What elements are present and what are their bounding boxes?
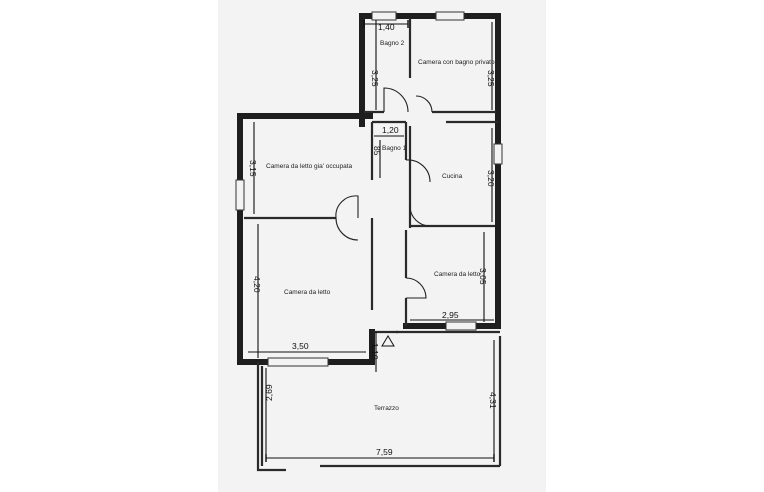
dim-label-terrazzo-right-depth: 4,31 <box>488 392 498 409</box>
room-label-camera-da-letto-2: Camera da letto <box>434 271 481 278</box>
walls <box>237 13 502 472</box>
dim-label-camera-letto-1-width: 3,50 <box>292 341 309 351</box>
room-label-camera-con-bagno-privato: Camera con bagno privato <box>418 59 495 66</box>
dim-label-ingresso: 1,10 <box>370 343 380 360</box>
room-label-cucina: Cucina <box>442 173 463 180</box>
dimension-lines <box>248 20 495 462</box>
dim-label-camera-letto-1-depth: 4,20 <box>252 276 262 293</box>
room-label-terrazzo: Terrazzo <box>374 405 399 412</box>
dim-label-terrazzo-left-depth: 2,69 <box>264 384 274 401</box>
doors <box>335 87 433 299</box>
dim-label-bagno-1-width: 1,20 <box>382 125 399 135</box>
dim-label-camera-letto-2-width: 2,95 <box>442 310 459 320</box>
dim-label-camera-bagno-privato-depth: 3,25 <box>486 70 496 87</box>
dim-label-cucina-depth: 3,20 <box>486 170 496 187</box>
dim-label-terrazzo-width: 7,59 <box>376 447 393 457</box>
room-label-bagno-2: Bagno 2 <box>380 40 405 47</box>
dim-label-camera-occupata-depth: 3,15 <box>248 160 258 177</box>
dim-label-bagno-2-width: 1,40 <box>378 22 395 32</box>
room-label-camera-occupata: Camera da letto gia' occupata <box>266 163 353 170</box>
paper-sheet <box>218 0 546 492</box>
entrance-triangle-icon <box>381 335 395 347</box>
room-label-camera-da-letto-1: Camera da letto <box>284 289 331 296</box>
dim-label-bagno-1-depth: 85 <box>372 146 382 156</box>
windows <box>235 11 503 367</box>
dim-label-camera-letto-2-depth: 3,05 <box>478 268 488 285</box>
dim-label-bagno-2-depth: 3,25 <box>370 70 380 87</box>
room-label-bagno-1: Bagno 1 <box>382 145 407 152</box>
